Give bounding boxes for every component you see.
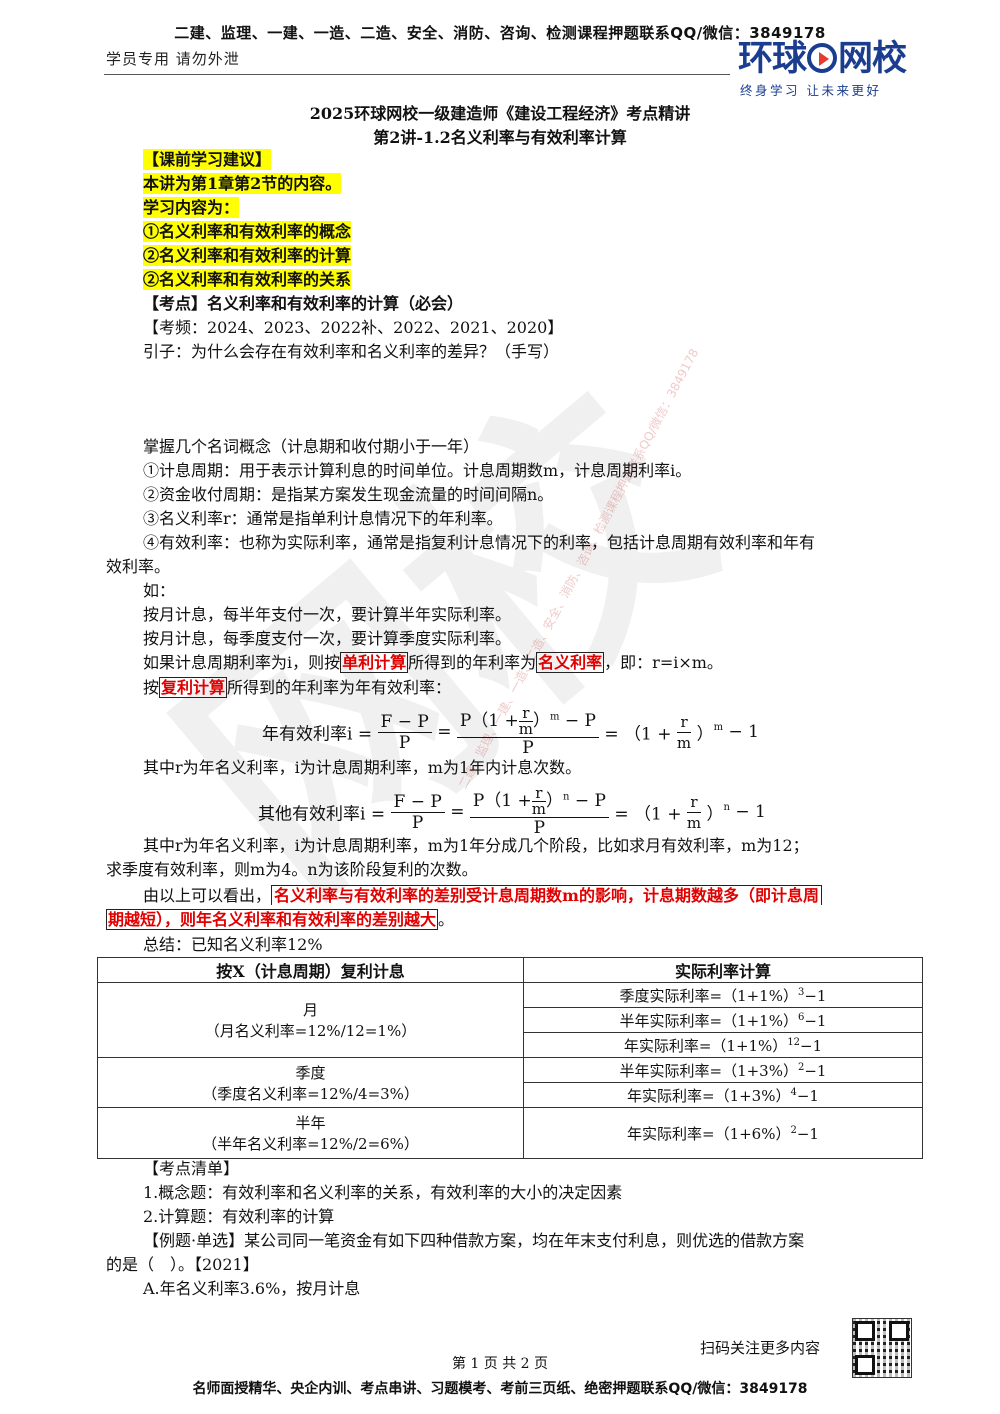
example-option-a: A.年名义利率3.6%，按月计息 [143,1279,361,1298]
table-header: 实际利率计算 [523,957,923,983]
formula2-note-cont: 求季度有效利率，则m为4。n为该阶段复利的次数。 [106,860,478,879]
document-title: 2025环球网校一级建造师《建设工程经济》考点精讲 [309,104,691,123]
checklist-item: 2.计算题：有效利率的计算 [143,1207,335,1226]
topic-heading: 【考点】名义利率和有效利率的计算（必会） [143,294,464,313]
page-number: 第 1 页 共 2 页 [451,1356,549,1372]
example-question-cont: 的是（ ）。【2021】 [106,1255,259,1274]
example-line: 按月计息，每季度支付一次，要计算季度实际利率。 [143,629,512,648]
advice-content-label: 学习内容为： [143,197,240,218]
table-cell: 年实际利率=（1+1%）12−1 [523,1032,923,1058]
advice-item: ②名义利率和有效利率的关系 [143,269,352,290]
table-header: 按X（计息周期）复利计息 [97,957,524,983]
effective-rate-table: 按X（计息周期）复利计息 实际利率计算 月（月名义利率=12%/12=1%） 季… [97,957,923,1159]
table-period-cell: 半年（半年名义利率=12%/2=6%） [97,1107,524,1159]
simple-calc-box: 单利计算 [340,652,409,673]
table-period-cell: 季度（季度名义利率=12%/4=3%） [97,1057,524,1108]
table-cell: 半年实际利率=（1+3%）2−1 [523,1057,923,1083]
concept-item: ①计息周期：用于表示计算利息的时间单位。计息周期数m，计息周期利率i。 [143,461,692,480]
table-period-cell: 月（月名义利率=12%/12=1%） [97,982,524,1058]
table-cell: 半年实际利率=（1+1%）6−1 [523,1007,923,1033]
lecture-title: 第2讲-1.2名义利率与有效利率计算 [373,128,627,147]
topic-intro: 引子：为什么会存在有效利率和名义利率的差异？（手写） [143,342,560,361]
advice-chapter: 本讲为第1章第2节的内容。 [143,173,342,194]
scan-note: 扫码关注更多内容 [700,1339,821,1357]
logo-text-left: 环球 [738,39,807,79]
checklist-item: 1.概念题：有效利率和名义利率的关系，有效利率的大小的决定因素 [143,1183,623,1202]
concept-item-cont: 效利率。 [106,557,171,576]
example-question: 【例题·单选】某公司同一笔资金有如下四种借款方案，均在年末支付利息，则优选的借款… [143,1231,805,1250]
table-cell: 季度实际利率=（1+1%）3−1 [523,982,923,1008]
table-cell: 年实际利率=（1+6%）2−1 [523,1107,923,1159]
conclusion-highlight: 名义利率与有效利率的差别受计息周期数m的影响，计息期数越多（即计息周 [271,885,822,905]
conclusion-line-cont: 期越短），则年名义利率和有效利率的差别越大。 [106,909,455,930]
conclusion-highlight-cont: 期越短），则年名义利率和有效利率的差别越大 [106,909,439,930]
top-contact-banner: 二建、监理、一建、一造、二造、安全、消防、咨询、检测课程押题联系QQ/微信：38… [174,24,826,42]
header-divider [104,74,730,75]
conclusion-line: 由以上可以看出，名义利率与有效利率的差别受计息周期数m的影响，计息期数越多（即计… [143,884,822,908]
concept-item: ③名义利率r：通常是指单利计息情况下的年利率。 [143,509,503,528]
advice-item: ②名义利率和有效利率的计算 [143,245,352,266]
formula2-note: 其中r为年名义利率，i为计息周期利率，m为1年分成几个阶段，比如求月有效利率，m… [143,836,809,855]
concept-item: ②资金收付周期：是指某方案发生现金流量的时间间隔n。 [143,485,554,504]
formula1-note: 其中r为年名义利率，i为计息周期利率，m为1年内计息次数。 [143,758,582,777]
table-cell: 年实际利率=（1+3%）4−1 [523,1082,923,1108]
simple-interest-line: 如果计息周期利率为i，则按单利计算所得到的年利率为名义利率，即：r=i×m。 [143,652,723,673]
advice-heading: 【课前学习建议】 [143,149,272,170]
student-only-note: 学员专用 请勿外泄 [106,50,240,68]
checklist-heading: 【考点清单】 [143,1159,240,1178]
brand-logo: 环球网校 终身学习 让未来更好 [738,40,918,99]
logo-slogan: 终身学习 让未来更好 [740,83,882,98]
play-circle-icon [807,43,838,73]
nominal-rate-box: 名义利率 [536,652,605,673]
concept-item: ④有效利率：也称为实际利率，通常是指复利计息情况下的利率，包括计息周期有效利率和… [143,533,816,552]
topic-frequency: 【考频：2024、2023、2022补、2022、2021、2020】 [143,318,564,337]
qr-code-icon[interactable] [852,1318,912,1378]
example-line: 按月计息，每半年支付一次，要计算半年实际利率。 [143,605,512,624]
example-label: 如： [143,581,176,600]
summary-line: 总结：已知名义利率12% [143,935,323,954]
advice-item: ①名义利率和有效利率的概念 [143,221,352,242]
compound-interest-line: 按复利计算所得到的年利率为年有效利率： [143,677,452,698]
bottom-contact-banner: 名师面授精华、央企内训、考点串讲、习题模考、考前三页纸、绝密押题联系QQ/微信：… [192,1381,808,1397]
logo-text-right: 网校 [838,39,907,79]
concepts-lead: 掌握几个名词概念（计息期和收付期小于一年） [143,437,480,456]
compound-calc-box: 复利计算 [159,677,228,698]
